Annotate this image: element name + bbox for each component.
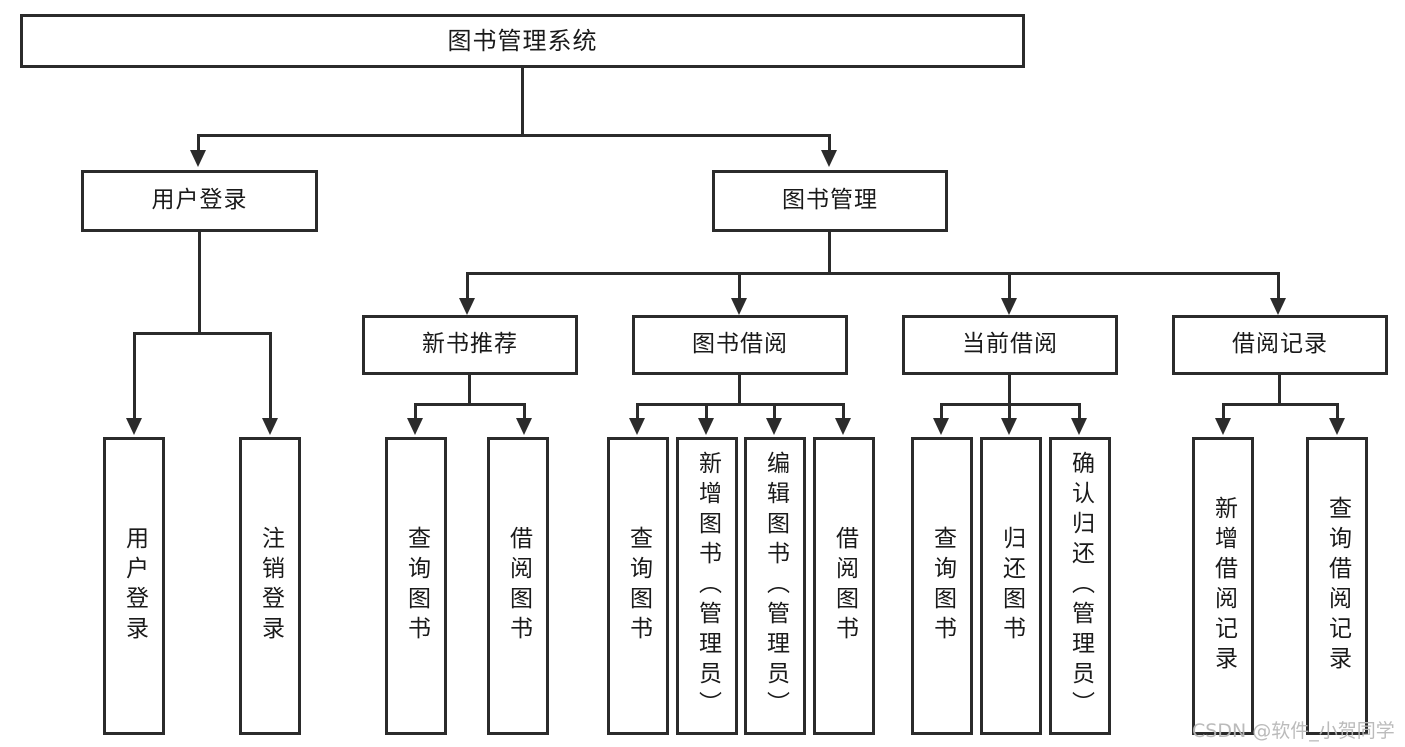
arrow-to-book-management: [821, 150, 837, 167]
node-leaf-borrow-book-2[interactable]: 借阅图书: [813, 437, 875, 735]
node-label: 新书推荐: [422, 331, 518, 358]
connector-cb-drop-3: [1078, 403, 1081, 421]
connector-bm-drop-1: [466, 272, 469, 302]
node-label: 编辑图书（管理员）: [762, 451, 789, 721]
node-label: 用户登录: [121, 526, 148, 646]
node-label: 查询图书: [625, 526, 652, 646]
connector-root-to-user-login: [197, 134, 200, 156]
arrow-to-leaf-edit-book: [766, 418, 782, 435]
connector-br-bus: [1222, 403, 1339, 406]
connector-cb-stem: [1008, 375, 1011, 405]
node-leaf-add-record[interactable]: 新增借阅记录: [1192, 437, 1254, 735]
connector-bm-drop-3: [1008, 272, 1011, 302]
node-label: 确认归还（管理员）: [1067, 451, 1094, 721]
connector-user-login-drop-2: [269, 332, 272, 421]
node-label: 新增借阅记录: [1210, 496, 1237, 676]
connector-nbr-drop-1: [414, 403, 417, 421]
node-label: 查询图书: [403, 526, 430, 646]
connector-book-management-bus: [466, 272, 1280, 275]
node-leaf-return-book[interactable]: 归还图书: [980, 437, 1042, 735]
arrow-to-leaf-add-book: [698, 418, 714, 435]
csdn-watermark: CSDN @软件_小贺同学: [1192, 720, 1395, 742]
connector-br-drop-2: [1336, 403, 1339, 421]
arrow-to-leaf-borrow-book-2: [835, 418, 851, 435]
connector-root-stem: [521, 68, 524, 134]
connector-bb-stem: [738, 375, 741, 405]
connector-cb-drop-1: [940, 403, 943, 421]
node-label: 图书管理系统: [447, 26, 598, 55]
node-root-system[interactable]: 图书管理系统: [20, 14, 1025, 68]
node-label: 新增图书（管理员）: [694, 451, 721, 721]
node-leaf-confirm-return[interactable]: 确认归还（管理员）: [1049, 437, 1111, 735]
node-label: 图书管理: [782, 187, 878, 214]
arrow-to-leaf-query-record: [1329, 418, 1345, 435]
connector-bb-drop-1: [636, 403, 639, 421]
connector-user-login-drop-1: [133, 332, 136, 421]
node-borrow-record[interactable]: 借阅记录: [1172, 315, 1388, 375]
connector-book-management-stem: [828, 232, 831, 274]
node-label: 借阅图书: [831, 526, 858, 646]
connector-root-to-book-management: [828, 134, 831, 156]
arrow-to-leaf-query-book-3: [933, 418, 949, 435]
connector-bm-drop-2: [738, 272, 741, 302]
node-label: 图书借阅: [692, 331, 788, 358]
connector-root-bus: [197, 134, 831, 137]
connector-br-stem: [1278, 375, 1281, 405]
node-label: 查询借阅记录: [1324, 496, 1351, 676]
arrow-to-book-borrow: [731, 298, 747, 315]
node-leaf-query-record[interactable]: 查询借阅记录: [1306, 437, 1368, 735]
arrow-to-new-book-recommend: [459, 298, 475, 315]
node-label: 借阅记录: [1232, 331, 1328, 358]
node-new-book-recommend[interactable]: 新书推荐: [362, 315, 578, 375]
node-leaf-user-login[interactable]: 用户登录: [103, 437, 165, 735]
arrow-to-borrow-record: [1270, 298, 1286, 315]
arrow-to-leaf-return-book: [1001, 418, 1017, 435]
arrow-to-leaf-query-book-2: [629, 418, 645, 435]
node-leaf-query-book-3[interactable]: 查询图书: [911, 437, 973, 735]
connector-user-login-stem: [198, 232, 201, 334]
node-book-borrow[interactable]: 图书借阅: [632, 315, 848, 375]
node-leaf-borrow-book-1[interactable]: 借阅图书: [487, 437, 549, 735]
node-label: 当前借阅: [962, 331, 1058, 358]
connector-bb-drop-2: [705, 403, 708, 421]
arrow-to-leaf-confirm-return: [1071, 418, 1087, 435]
arrow-to-leaf-borrow-book-1: [516, 418, 532, 435]
connector-bm-drop-4: [1277, 272, 1280, 302]
connector-user-login-bus: [133, 332, 272, 335]
arrow-to-leaf-logout: [262, 418, 278, 435]
node-leaf-logout[interactable]: 注销登录: [239, 437, 301, 735]
node-book-management[interactable]: 图书管理: [712, 170, 948, 232]
node-label: 借阅图书: [505, 526, 532, 646]
node-leaf-add-book[interactable]: 新增图书（管理员）: [676, 437, 738, 735]
arrow-to-leaf-query-book-1: [407, 418, 423, 435]
node-label: 归还图书: [998, 526, 1025, 646]
node-label: 查询图书: [929, 526, 956, 646]
arrow-to-user-login: [190, 150, 206, 167]
connector-br-drop-1: [1222, 403, 1225, 421]
connector-nbr-stem: [468, 375, 471, 405]
node-label: 注销登录: [257, 526, 284, 646]
connector-bb-drop-4: [842, 403, 845, 421]
node-label: 用户登录: [151, 187, 248, 214]
node-user-login[interactable]: 用户登录: [81, 170, 318, 232]
arrow-to-current-borrow: [1001, 298, 1017, 315]
connector-nbr-bus: [414, 403, 526, 406]
node-leaf-edit-book[interactable]: 编辑图书（管理员）: [744, 437, 806, 735]
node-leaf-query-book-2[interactable]: 查询图书: [607, 437, 669, 735]
node-leaf-query-book-1[interactable]: 查询图书: [385, 437, 447, 735]
connector-bb-drop-3: [773, 403, 776, 421]
connector-cb-drop-2: [1008, 403, 1011, 421]
connector-nbr-drop-2: [523, 403, 526, 421]
arrow-to-leaf-add-record: [1215, 418, 1231, 435]
arrow-to-leaf-user-login: [126, 418, 142, 435]
node-current-borrow[interactable]: 当前借阅: [902, 315, 1118, 375]
connector-bb-bus: [636, 403, 845, 406]
